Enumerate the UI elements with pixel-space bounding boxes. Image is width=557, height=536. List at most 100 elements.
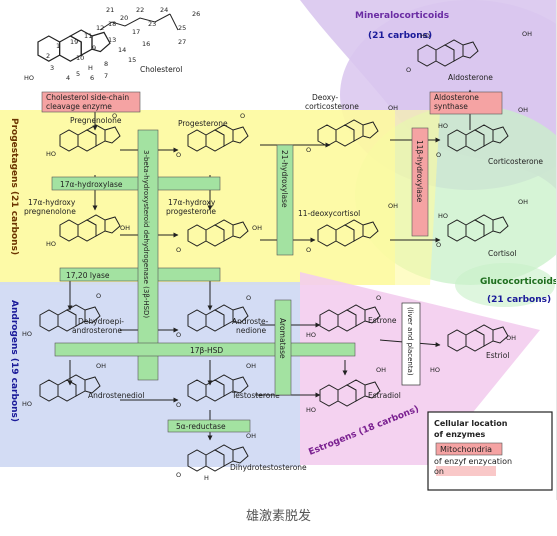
- c-number: 15: [128, 56, 136, 64]
- c-number: 14: [118, 46, 126, 54]
- dht-oh: OH: [246, 432, 256, 440]
- dhea-o: O: [96, 292, 101, 300]
- c-number: 13: [108, 36, 116, 44]
- figure-frame: [556, 0, 557, 500]
- deoxycorticosterone-name: Deoxy- corticosterone: [305, 93, 359, 111]
- mineralocorticoids-carbons-label: (21 carbons): [368, 31, 432, 41]
- androstenediol-ho: HO: [22, 400, 32, 408]
- progestagens-label: Progestagens (21 carbons): [9, 118, 19, 255]
- deoxycortisol-o-ring: O: [306, 246, 311, 254]
- aromatase-box: [274, 299, 292, 396]
- c-number: 8: [104, 60, 108, 68]
- c-number: 12: [96, 24, 104, 32]
- doc-oh: OH: [388, 104, 398, 112]
- cortisol-oh: OH: [518, 198, 528, 206]
- androstenediol-name: Androstenediol: [88, 391, 145, 400]
- aldosterone-ho: HO: [420, 32, 430, 40]
- aldosterone-name: Aldosterone: [448, 73, 493, 82]
- scc-box: [41, 91, 141, 113]
- pregnenolone-o: O: [112, 112, 117, 120]
- aldosterone-o-ring: O: [406, 66, 411, 74]
- hydroxyprogesterone-name: 17α-hydroxy progesterone: [166, 198, 218, 216]
- c-number: 5: [76, 70, 80, 78]
- aldo-synthase-label: Aldosterone synthase: [434, 93, 481, 111]
- mineralocorticoids-label: Mineralocorticoids: [355, 11, 449, 21]
- estradiol-name: Estradiol: [368, 391, 401, 400]
- lyase-label: 17,20 lyase: [66, 271, 110, 280]
- aromatase-label: Aromatase: [278, 318, 287, 359]
- enzyme-boxes: Cholesterol side-chain cleavage enzyme 1…: [41, 91, 503, 433]
- cortisol-o-ring: O: [436, 241, 441, 249]
- estriol-ho: HO: [430, 366, 440, 374]
- c-number: 25: [178, 24, 186, 32]
- testosterone-name: Testosterone: [231, 391, 280, 400]
- molecule-skeletons: [37, 13, 509, 472]
- progestagen-region: [0, 110, 395, 285]
- legend-mito-swatch: [435, 442, 503, 456]
- estrone-name: Estrone: [368, 316, 397, 325]
- enzyme-location-legend: Cellular location of enzymes Mitochondri…: [427, 411, 553, 491]
- c-number: 22: [136, 6, 144, 14]
- hsd3b-box: [137, 129, 159, 381]
- c-number: 17: [132, 28, 140, 36]
- hprog-o-ring: O: [176, 246, 181, 254]
- aldosterone-oh: OH: [522, 30, 532, 38]
- cholesterol-ho: HO: [24, 74, 34, 82]
- c-number: 2: [46, 52, 50, 60]
- legend-er-label: of enzyf enzycation on: [434, 457, 515, 476]
- progesterone-name: Progesterone: [178, 119, 228, 128]
- c-number: 20: [120, 14, 128, 22]
- estradiol-ho: HO: [306, 406, 316, 414]
- c-number: 21: [106, 6, 114, 14]
- liver-placenta-box: [401, 302, 421, 386]
- hydroxylase11-box: [411, 127, 429, 237]
- hydroxylase21-label: 21-hydroxylase: [280, 150, 289, 208]
- hydroxylase17-box: [51, 176, 221, 191]
- hsd17-label: 17β-HSD: [190, 346, 223, 355]
- cholesterol-numbering: 21 22 24 26 25 27 20 23 18 12 17 11 13 1…: [46, 6, 200, 82]
- estrone-ho: HO: [306, 331, 316, 339]
- corticosterone-oh: OH: [518, 106, 528, 114]
- c-number: 26: [192, 10, 200, 18]
- c-number: 19: [70, 38, 78, 46]
- doc-o-ring: O: [306, 146, 311, 154]
- figure-caption: 雄激素脱发: [245, 509, 311, 524]
- c-number: 9: [92, 44, 96, 52]
- reductase-label: 5α-reductase: [176, 422, 226, 431]
- gluco-label-cloud: [455, 263, 555, 307]
- estriol-name: Estriol: [486, 351, 509, 360]
- estriol-oh: OH: [506, 334, 516, 342]
- cholesterol-name: Cholesterol: [140, 65, 182, 74]
- hydroxylase17-label: 17α-hydroxylase: [60, 180, 123, 189]
- c-number: 4: [66, 74, 70, 82]
- hprog-oh: OH: [252, 224, 262, 232]
- legend-er-swatch: [436, 466, 496, 476]
- legend-title: Cellular location of enzymes: [434, 419, 510, 439]
- hsd3b-label: 3-beta-hydroxysteroid dehydrogenase (3β-…: [142, 150, 150, 318]
- hpreg-oh: OH: [120, 224, 130, 232]
- pregnenolone-name: Pregnenolone: [70, 116, 122, 125]
- c-number: 16: [142, 40, 150, 48]
- c-number: 23: [148, 20, 156, 28]
- dht-o-ring: O: [176, 471, 181, 479]
- testosterone-oh: OH: [246, 362, 256, 370]
- cortisol-name: Cortisol: [488, 249, 517, 258]
- androgens-label: Androgens (19 carbons): [9, 300, 19, 422]
- glucocorticoids-label: Glucocorticoids: [480, 277, 557, 287]
- legend-mito-label: Mitochondria: [440, 445, 492, 454]
- estradiol-oh: OH: [376, 366, 386, 374]
- c-number: 3: [50, 64, 54, 72]
- reductase-box: [167, 419, 251, 433]
- corticosterone-ho: HO: [438, 122, 448, 130]
- corticosterone-name: Corticosterone: [488, 157, 543, 166]
- pregnenolone-ho: HO: [46, 150, 56, 158]
- hydroxypregnenolone-name: 17α-hydroxy pregnenolone: [24, 198, 78, 216]
- dht-h: H: [204, 474, 209, 482]
- scc-label: Cholesterol side-chain cleavage enzyme: [46, 93, 132, 111]
- cortisol-ho: HO: [438, 212, 448, 220]
- deoxycortisol-name: 11-deoxycortisol: [298, 209, 360, 218]
- hydroxylase21-box: [276, 144, 294, 256]
- androstenediol-oh: OH: [96, 362, 106, 370]
- progesterone-o: O: [240, 112, 245, 120]
- molecule-names: Cholesterol Pregnenolone Progesterone De…: [24, 65, 543, 472]
